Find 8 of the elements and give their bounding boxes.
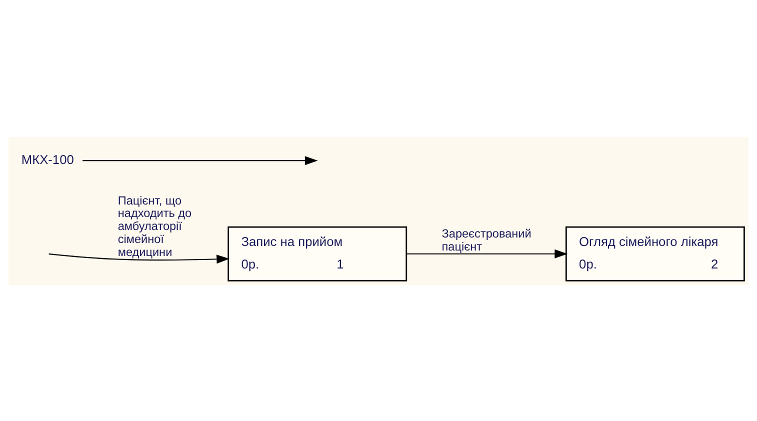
node-box: Запис на прийом 0р. 1 <box>228 226 408 281</box>
arrow <box>48 252 230 264</box>
node-text: МКХ-100 <box>21 151 74 166</box>
node-box: Огляд сімейного лікаря 0р. 2 <box>565 226 745 281</box>
arrow <box>406 248 568 258</box>
edge-label: Зареєстрований пацієнт <box>442 227 532 253</box>
edge-label: Пацієнт, що надходить до амбулаторії сімейної медицини <box>118 194 192 258</box>
arrow <box>82 156 318 165</box>
